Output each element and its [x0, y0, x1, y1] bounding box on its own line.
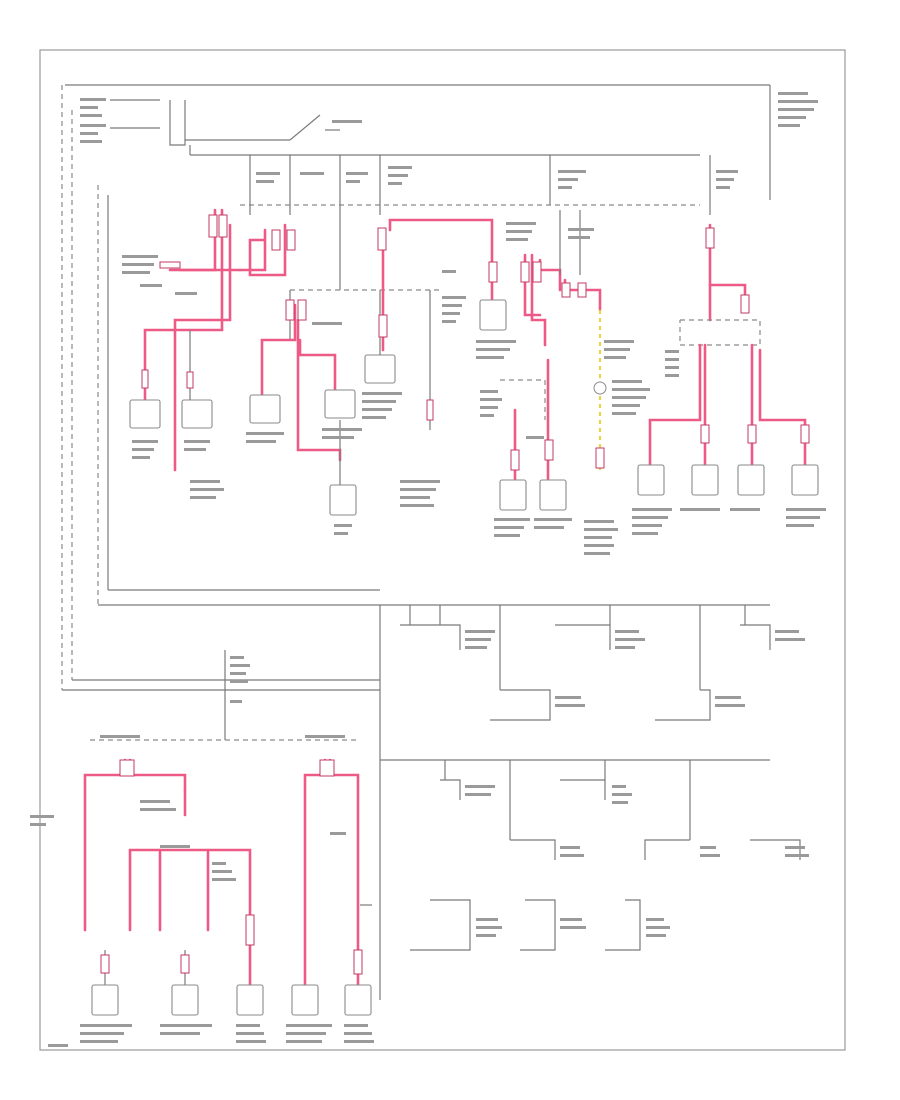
component-box [91, 984, 119, 1016]
component-box [291, 984, 319, 1016]
sensor-symbol [593, 381, 607, 395]
component-box [691, 464, 719, 496]
component-box [791, 464, 819, 496]
component-box [344, 984, 372, 1016]
component-box [249, 394, 281, 424]
component-box [479, 299, 507, 331]
component-box [499, 479, 527, 511]
top-left-circuits [97, 185, 770, 606]
component-box [236, 984, 264, 1016]
component-box [329, 484, 357, 516]
component-box [539, 479, 567, 511]
component-box [324, 389, 356, 419]
center-right-circuits [480, 210, 650, 555]
top-left-inputs [61, 84, 818, 691]
component-box [171, 984, 199, 1016]
component-box [181, 399, 213, 429]
component-box [637, 464, 665, 496]
ground-network [379, 605, 809, 1000]
diagram-frame [39, 49, 846, 1051]
component-box [129, 399, 161, 429]
fuse-block [240, 155, 738, 290]
footer-mark [48, 1044, 68, 1047]
bottom-left-circuits [30, 650, 374, 1043]
right-circuits [632, 223, 826, 535]
component-box [737, 464, 765, 496]
center-left-circuits [246, 218, 516, 535]
component-box [364, 354, 396, 384]
